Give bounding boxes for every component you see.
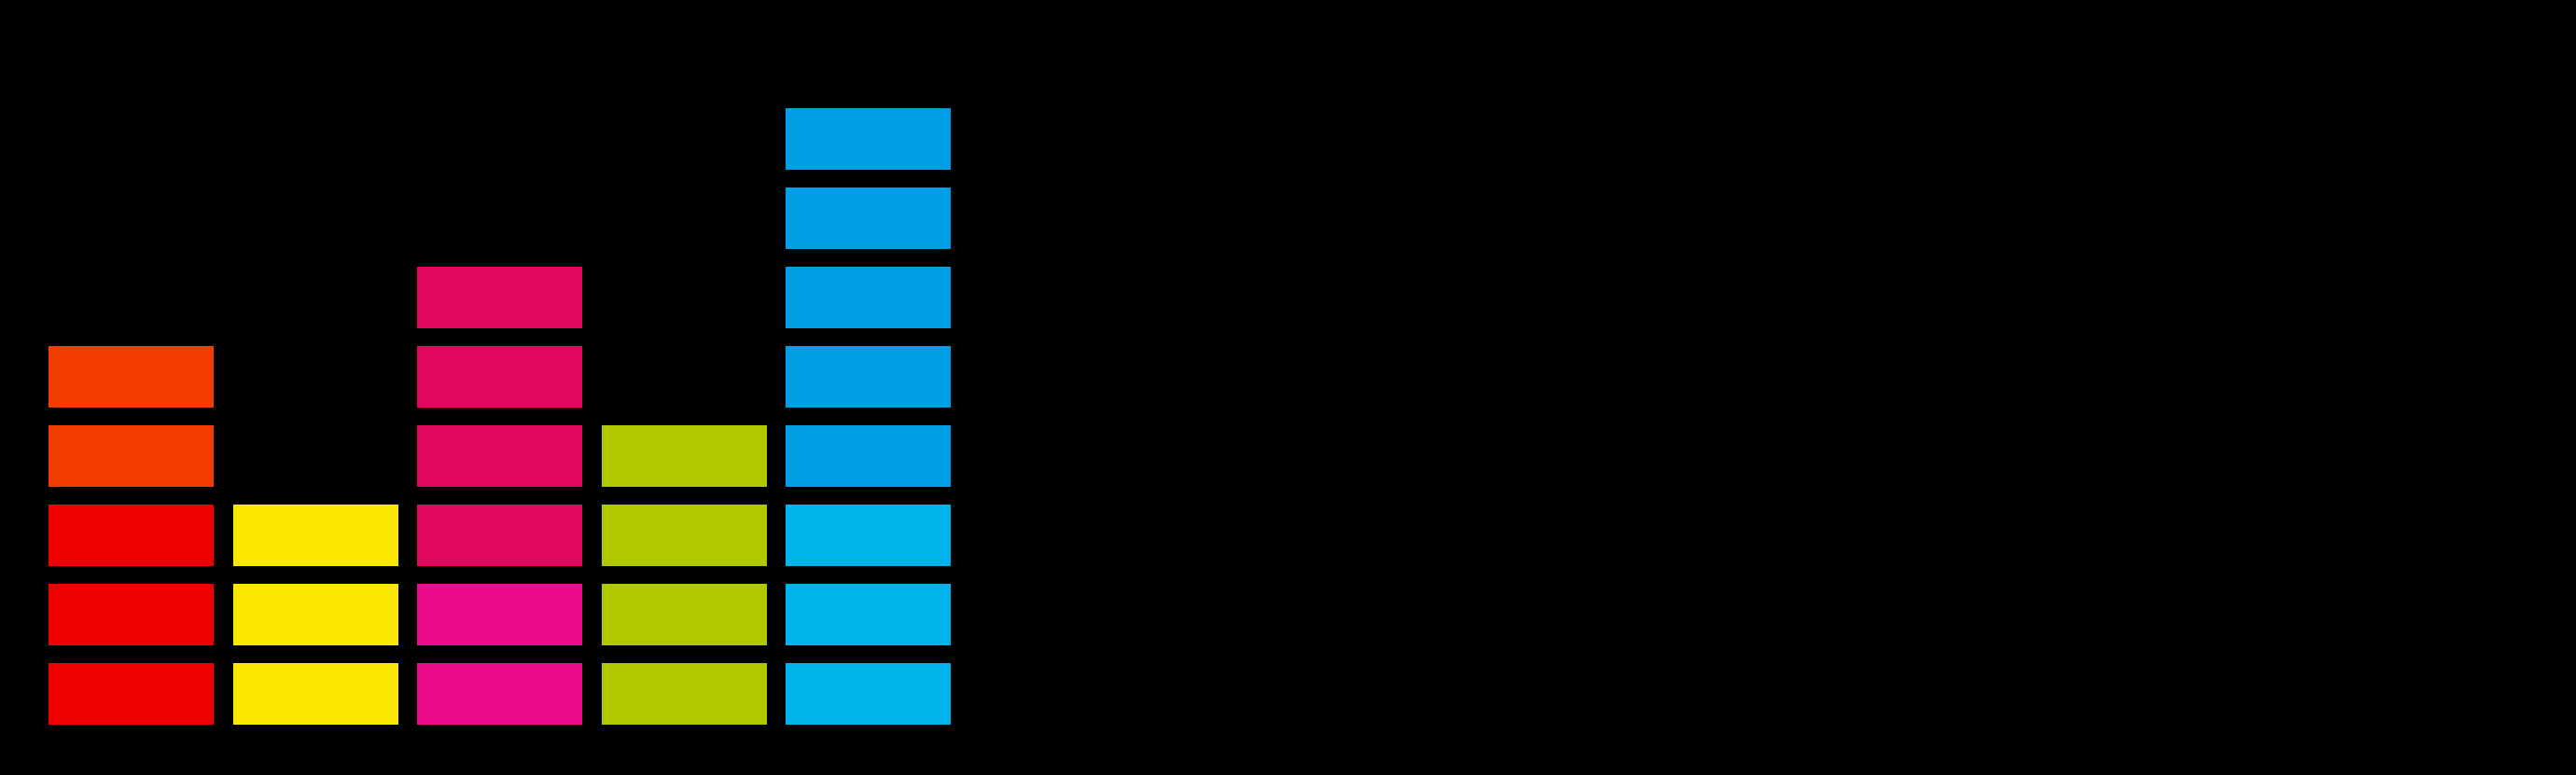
- equalizer-column-5: [786, 0, 951, 775]
- equalizer-column-1: [49, 0, 214, 775]
- equalizer-segment: [417, 505, 582, 566]
- equalizer-segment: [786, 663, 951, 725]
- equalizer-segment: [417, 346, 582, 408]
- equalizer-segment: [786, 108, 951, 170]
- equalizer-column-2: [233, 0, 398, 775]
- equalizer-segment: [49, 663, 214, 725]
- equalizer-segment: [786, 425, 951, 487]
- equalizer-segment: [49, 505, 214, 566]
- equalizer-column-4: [602, 0, 767, 775]
- equalizer-segment: [602, 425, 767, 487]
- equalizer-segment: [786, 346, 951, 408]
- equalizer-segment: [786, 267, 951, 328]
- equalizer-segment: [417, 425, 582, 487]
- equalizer-segment: [602, 663, 767, 725]
- equalizer-segment: [417, 584, 582, 645]
- equalizer-segment: [602, 505, 767, 566]
- equalizer-segment: [786, 505, 951, 566]
- equalizer-segment: [49, 346, 214, 408]
- equalizer-segment: [233, 505, 398, 566]
- equalizer-segment: [786, 584, 951, 645]
- equalizer-segment: [233, 584, 398, 645]
- equalizer-segment: [417, 663, 582, 725]
- equalizer-segment: [233, 663, 398, 725]
- equalizer-segment: [49, 425, 214, 487]
- equalizer-column-3: [417, 0, 582, 775]
- equalizer-segment: [417, 267, 582, 328]
- equalizer-segment: [49, 584, 214, 645]
- equalizer-segment: [602, 584, 767, 645]
- equalizer-segment: [786, 187, 951, 249]
